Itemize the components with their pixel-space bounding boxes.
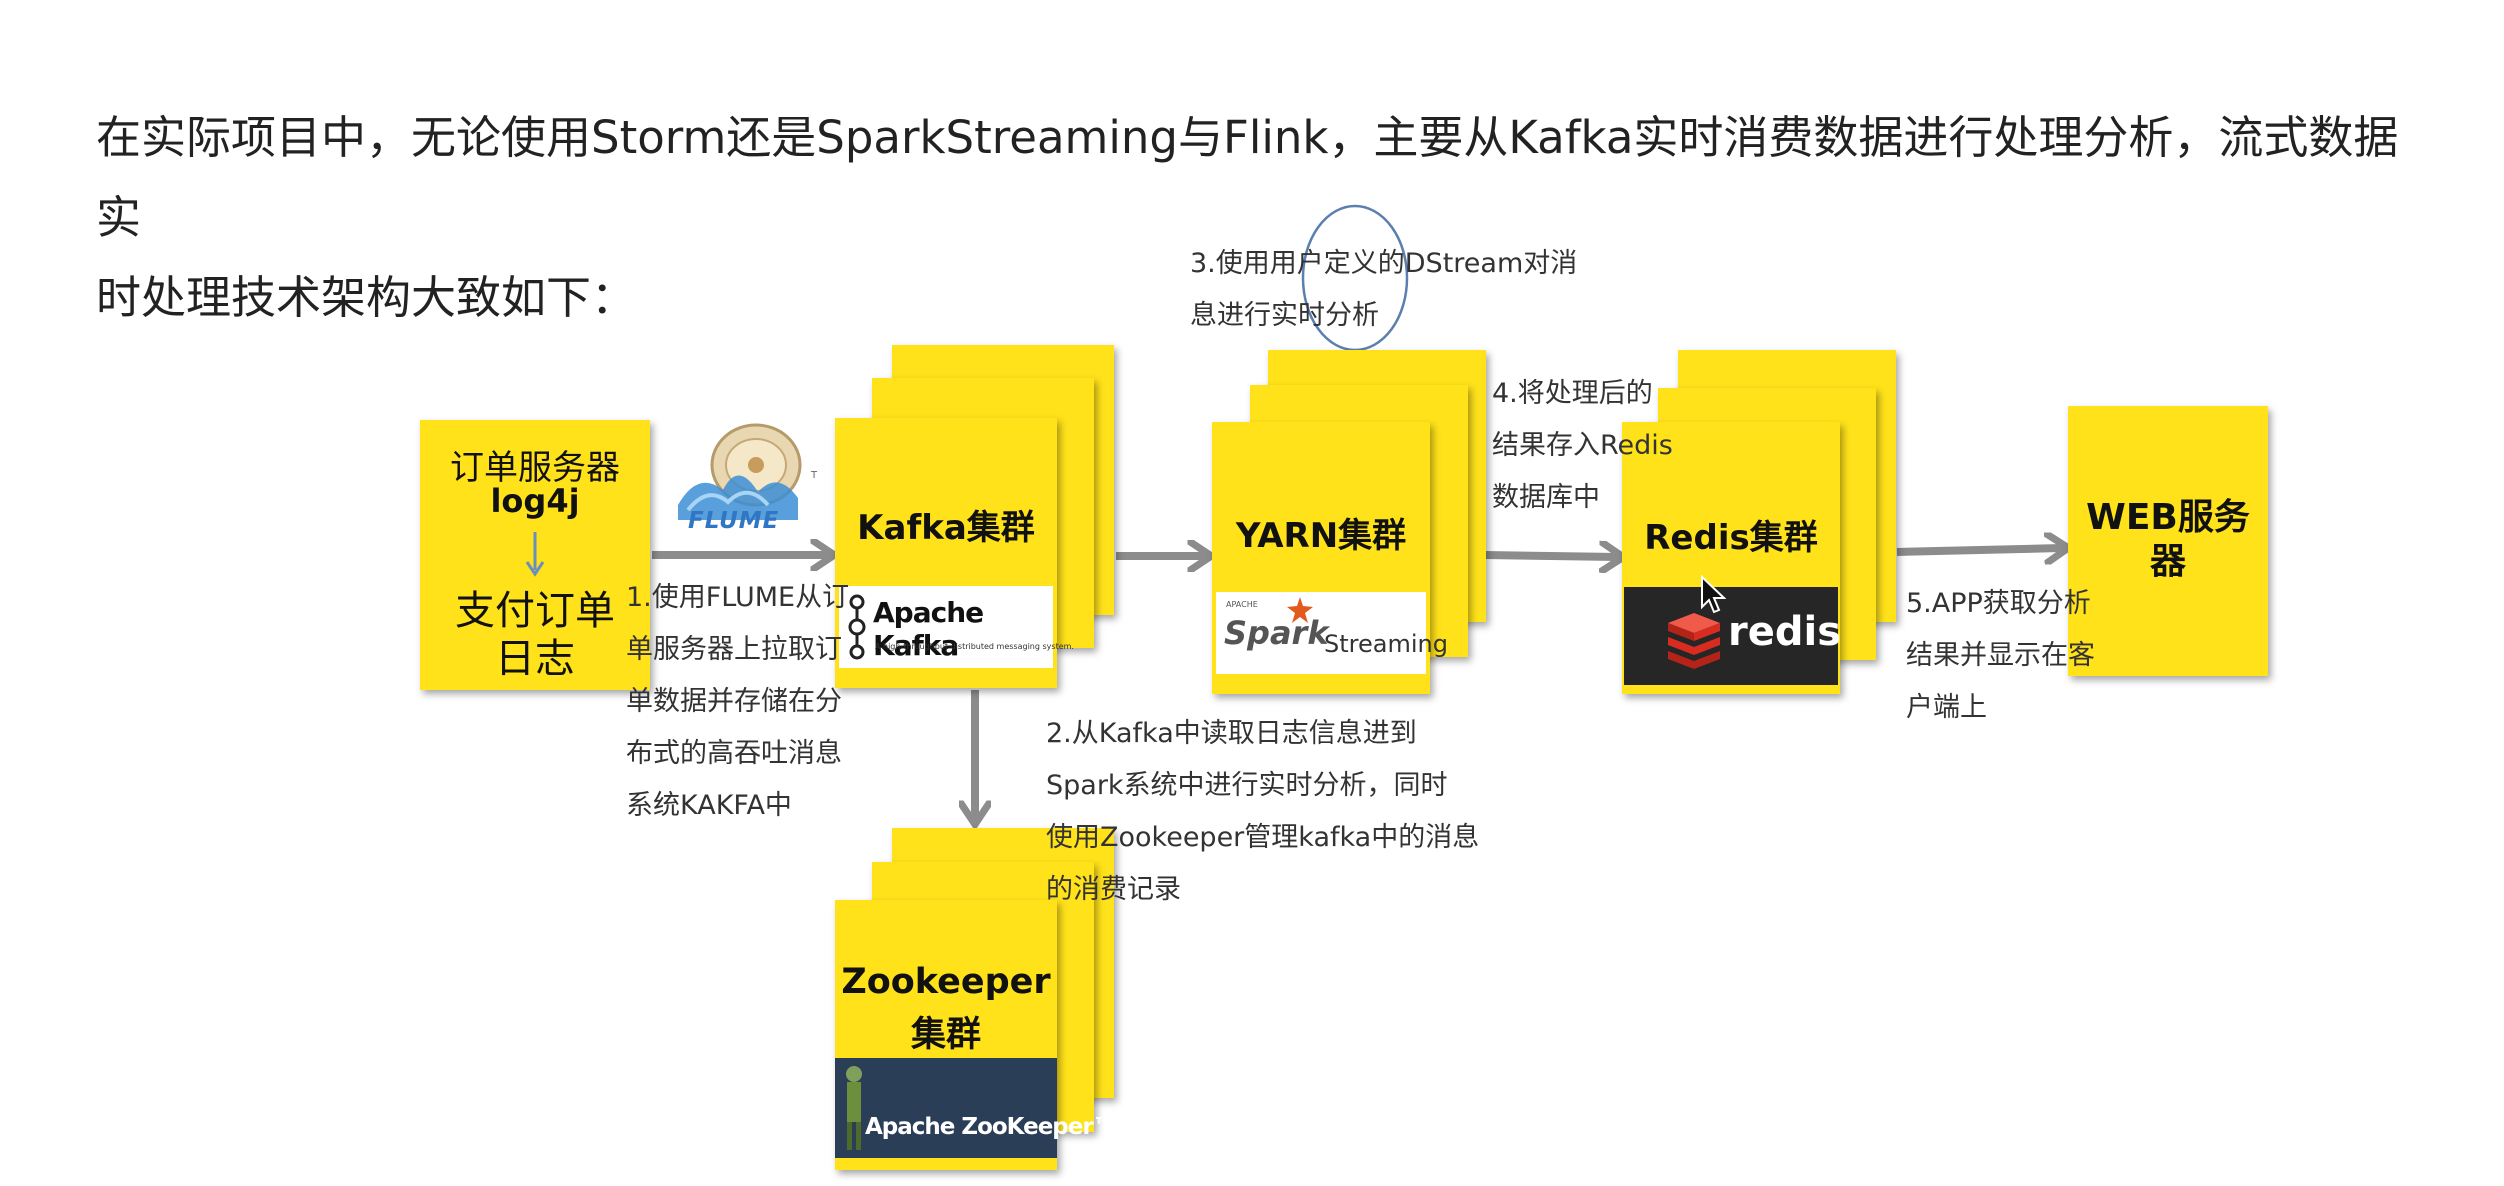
yarn-box: YARN集群 APACHE Spark Streaming: [1212, 422, 1448, 694]
zookeeper-box: Zookeeper 集群 Apache ZooKeeper™: [835, 900, 1116, 1170]
order-server-box: 订单服务器 log4j 支付订单 日志: [420, 420, 650, 690]
spark-star-icon: [1287, 597, 1313, 623]
note-2-line-2: Spark系统中进行实时分析，同时: [1046, 770, 1448, 801]
redis-logo: redis: [1624, 587, 1842, 685]
redis-box: Redis集群 redis: [1622, 422, 1842, 694]
zookeeper-title: Zookeeper: [841, 962, 1051, 1002]
note-3-dstream: 3.使用用户定义的DStream对消 息进行实时分析: [1190, 238, 1577, 342]
spark-apache-text: APACHE: [1226, 600, 1258, 609]
note-1-line-2: 单服务器上拉取订: [626, 634, 842, 665]
note-1-line-5: 系统KAKFA中: [626, 790, 792, 821]
kafka-title: Kafka集群: [857, 508, 1035, 548]
note-3-line-2: 息进行实时分析: [1190, 300, 1379, 331]
web-server-title: WEB服务器: [2086, 497, 2250, 582]
mouse-cursor-icon: [1701, 575, 1726, 614]
intro-line-1: 在实际项目中，无论使用Storm还是SparkStreaming与Flink，主…: [96, 111, 2399, 244]
order-server-log4j: log4j: [490, 482, 580, 520]
down-arrow-icon: [525, 532, 545, 577]
order-log-line2: 日志: [495, 636, 575, 682]
note-5-app: 5.APP获取分析 结果并显示在客 户端上: [1906, 578, 2095, 734]
note-5-line-1: 5.APP获取分析: [1906, 588, 2091, 619]
note-1-flume: 1.使用FLUME从订 单服务器上拉取订 单数据并存储在分 布式的高吞吐消息 系…: [626, 572, 849, 832]
note-1-line-4: 布式的高吞吐消息: [626, 738, 842, 769]
note-1-line-3: 单数据并存储在分: [626, 686, 842, 717]
redis-logo-text: redis: [1728, 609, 1842, 655]
svg-text:TM: TM: [810, 470, 818, 481]
note-2-line-4: 的消费记录: [1046, 874, 1181, 905]
flume-logo-text: FLUME: [688, 508, 780, 534]
note-4-line-3: 数据库中: [1492, 482, 1600, 513]
kafka-logo: Apache Kafka A high-throughput distribut…: [839, 586, 1074, 668]
order-server-title: 订单服务器: [450, 448, 620, 488]
kafka-tagline: A high-throughput distributed messaging …: [875, 642, 1074, 651]
note-2-line-1: 2.从Kafka中读取日志信息进到: [1046, 718, 1417, 749]
zookeeper-logo-text: Apache ZooKeeper™: [865, 1114, 1116, 1140]
redis-cube-icon: [1668, 613, 1720, 669]
arrow-redis-to-web: [1896, 548, 2062, 552]
zookeeper-subtitle: 集群: [910, 1015, 981, 1055]
note-5-line-2: 结果并显示在客: [1906, 640, 2095, 671]
order-log-line1: 支付订单: [455, 588, 615, 634]
spark-logo-text: Spark: [1224, 614, 1329, 652]
intro-line-2: 时处理技术架构大致如下：: [96, 271, 637, 324]
kafka-logo-text: Apache Kafka: [873, 596, 984, 662]
streaming-logo-text: Streaming: [1324, 630, 1448, 658]
zookeeper-keeper-icon: [846, 1066, 862, 1150]
note-4-line-2: 结果存入Redis: [1492, 430, 1673, 461]
note-4-line-1: 4.将处理后的: [1492, 378, 1653, 409]
kafka-box: Kafka集群 Apache Kafka A high-throughput d…: [835, 418, 1074, 688]
yarn-title: YARN集群: [1235, 516, 1407, 556]
arrow-yarn-to-redis: [1483, 555, 1617, 557]
note-2-line-3: 使用Zookeeper管理kafka中的消息: [1046, 822, 1480, 853]
kafka-icon: [848, 594, 866, 660]
redis-title: Redis集群: [1644, 518, 1818, 558]
flume-logo-icon: TM FLUME: [668, 420, 826, 535]
note-1-line-1: 1.使用FLUME从订: [626, 582, 850, 613]
zookeeper-logo: Apache ZooKeeper™: [835, 1058, 1116, 1158]
intro-paragraph: 在实际项目中，无论使用Storm还是SparkStreaming与Flink，主…: [96, 98, 2436, 338]
spark-logo: APACHE Spark Streaming: [1216, 592, 1448, 674]
note-2-kafka-spark: 2.从Kafka中读取日志信息进到 Spark系统中进行实时分析，同时 使用Zo…: [1046, 708, 1479, 916]
note-4-redis: 4.将处理后的 结果存入Redis 数据库中: [1492, 368, 1673, 524]
web-server-box: WEB服务器: [2068, 406, 2268, 676]
note-3-line-1: 3.使用用户定义的DStream对消: [1190, 248, 1578, 279]
note-5-line-3: 户端上: [1906, 692, 1987, 723]
